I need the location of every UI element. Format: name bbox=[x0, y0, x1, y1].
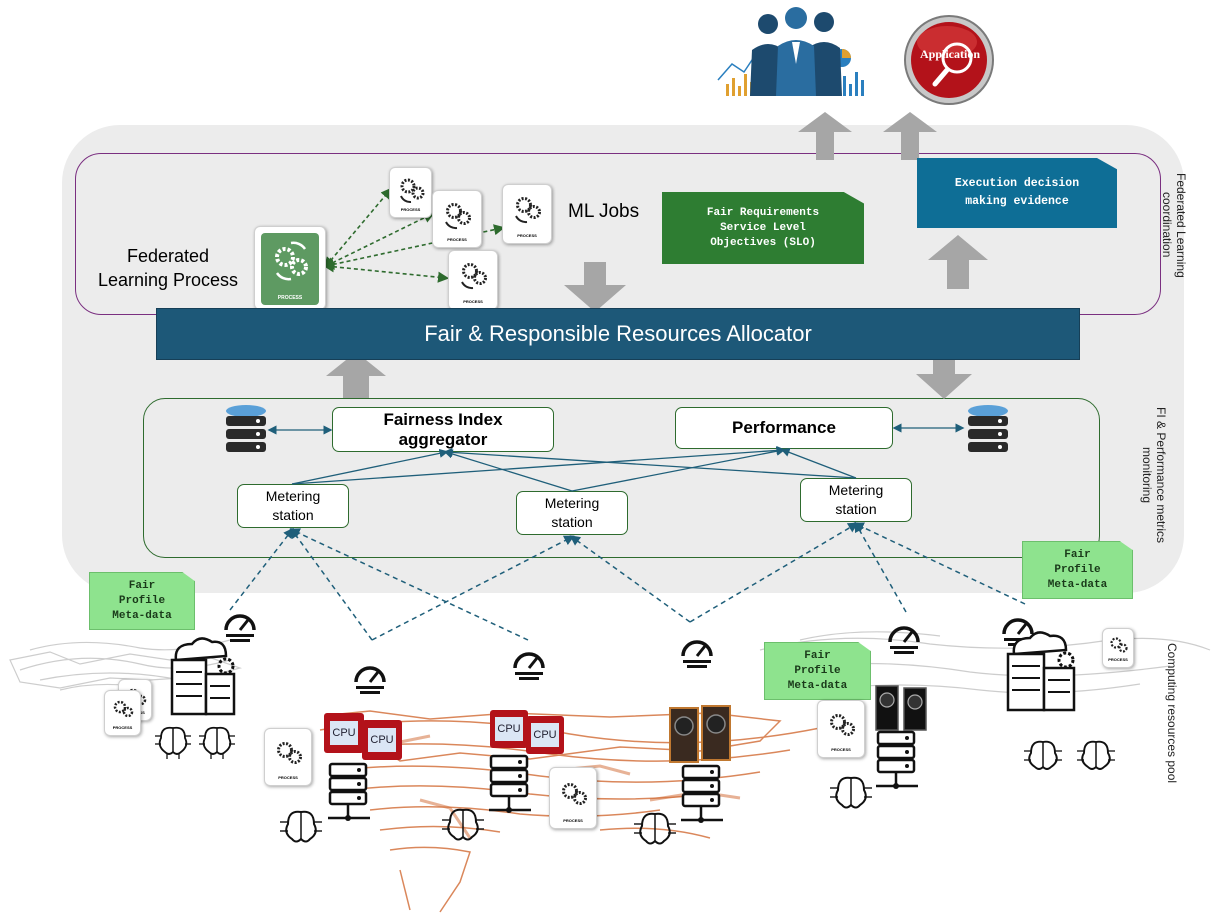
brain-circuit-icon bbox=[634, 812, 676, 845]
gear-process-icon bbox=[277, 742, 302, 764]
gear-process-icon bbox=[445, 203, 471, 230]
ml-job-card-2: PROCESS bbox=[432, 190, 482, 248]
fair-profile-note-1: Fair Profile Meta-data bbox=[89, 572, 195, 630]
gauge-icon bbox=[354, 666, 386, 694]
gear-process-icon bbox=[400, 178, 425, 204]
execution-evidence-note: Execution decision making evidence bbox=[917, 158, 1117, 228]
ml-job-card-4: PROCESS bbox=[448, 250, 498, 310]
brain-circuit-icon bbox=[155, 726, 191, 759]
federated-process-label: Federated Learning Process bbox=[97, 246, 239, 290]
cpu-chip-label: CPU bbox=[495, 717, 523, 741]
metering-station-1: Metering station bbox=[237, 484, 349, 528]
server-rack-icon bbox=[328, 762, 370, 821]
process-tag: PROCESS bbox=[563, 818, 583, 823]
metering-station-3: Metering station bbox=[800, 478, 912, 522]
gear-process-icon bbox=[1110, 637, 1128, 653]
brain-circuit-icon bbox=[280, 810, 322, 843]
server-rack-icon bbox=[681, 764, 723, 823]
cloud-server-icon bbox=[170, 637, 236, 716]
resources-allocator-bar: Fair & Responsible Resources Allocator bbox=[156, 308, 1080, 360]
cpu-chip-icon: CPU bbox=[362, 720, 402, 760]
gear-process-icon bbox=[461, 263, 487, 290]
process-tag: PROCESS bbox=[1108, 657, 1128, 662]
brain-circuit-icon bbox=[1077, 740, 1115, 770]
process-tag: PROCESS bbox=[447, 237, 467, 242]
process-tag: PROCESS bbox=[463, 299, 483, 304]
gauge-icon bbox=[513, 652, 545, 680]
side-label-federated: Federated Learning coordination bbox=[1160, 172, 1188, 278]
down-arrow-icon bbox=[916, 352, 972, 399]
cpu-chip-label: CPU bbox=[330, 721, 358, 745]
brain-circuit-icon bbox=[199, 726, 235, 759]
gauge-icon bbox=[888, 626, 920, 654]
process-tag: PROCESS bbox=[400, 207, 421, 212]
process-tag: PROCESS bbox=[831, 747, 851, 752]
ml-job-card-3: PROCESS bbox=[502, 184, 552, 244]
cpu-chip-label: CPU bbox=[368, 728, 396, 752]
gauge-icon bbox=[224, 614, 256, 642]
resource-process-card: PROCESS bbox=[549, 767, 597, 829]
performance-box: Performance bbox=[675, 407, 893, 449]
brain-circuit-icon bbox=[442, 808, 484, 841]
cpu-chip-icon: CPU bbox=[324, 713, 364, 753]
cpu-chip-icon: CPU bbox=[526, 716, 564, 754]
brain-circuit-icon bbox=[1024, 740, 1062, 770]
process-card-face bbox=[261, 233, 319, 305]
resource-process-card: PROCESS bbox=[1102, 628, 1134, 668]
gear-process-icon bbox=[275, 241, 308, 281]
federated-process-card: PROCESS bbox=[254, 226, 326, 310]
application-badge-text: Application bbox=[919, 47, 980, 61]
process-tag: PROCESS bbox=[112, 725, 133, 730]
metering-station-2: Metering station bbox=[516, 491, 628, 535]
process-tag: PROCESS bbox=[278, 775, 298, 780]
monitoring-box bbox=[143, 398, 1100, 558]
gear-process-icon bbox=[562, 783, 587, 805]
side-label-monitoring: FI & Performance metrics monitoring bbox=[1140, 406, 1168, 544]
ml-job-card-1: PROCESS bbox=[389, 167, 432, 218]
gpu-card-icon bbox=[669, 705, 731, 763]
server-rack-icon bbox=[489, 754, 531, 813]
gpu-card-icon bbox=[875, 685, 927, 731]
database-icon bbox=[968, 405, 1008, 452]
gear-process-icon bbox=[515, 197, 541, 224]
fair-profile-note-3: Fair Profile Meta-data bbox=[764, 642, 871, 700]
process-tag: PROCESS bbox=[277, 295, 303, 301]
down-arrow-icon bbox=[564, 262, 626, 312]
process-tag: PROCESS bbox=[517, 233, 537, 238]
gauge-icon bbox=[681, 640, 713, 668]
cpu-chip-icon: CPU bbox=[490, 710, 528, 748]
side-label-pool: Computing resources pool bbox=[1165, 642, 1179, 784]
brain-circuit-icon bbox=[830, 776, 872, 809]
up-arrow-icon bbox=[883, 112, 937, 160]
resource-process-card: PROCESS bbox=[817, 700, 865, 758]
cloud-server-icon bbox=[1006, 631, 1076, 712]
fair-profile-note-2: Fair Profile Meta-data bbox=[1022, 541, 1133, 599]
up-arrow-icon bbox=[928, 235, 988, 289]
gear-process-icon bbox=[113, 700, 134, 718]
gear-process-icon bbox=[830, 714, 855, 736]
up-arrow-icon bbox=[326, 352, 386, 398]
database-icon bbox=[226, 405, 266, 452]
cpu-chip-label: CPU bbox=[531, 723, 559, 747]
application-magnifier-icon bbox=[904, 15, 994, 105]
business-people-icon bbox=[717, 7, 864, 96]
fair-requirements-note: Fair Requirements Service Level Objectiv… bbox=[662, 192, 864, 264]
up-arrow-icon bbox=[798, 112, 852, 160]
server-rack-icon bbox=[876, 730, 918, 789]
resource-process-card: PROCESS bbox=[104, 690, 141, 736]
resource-process-card: PROCESS bbox=[264, 728, 312, 786]
ml-jobs-label: ML Jobs bbox=[568, 201, 640, 222]
